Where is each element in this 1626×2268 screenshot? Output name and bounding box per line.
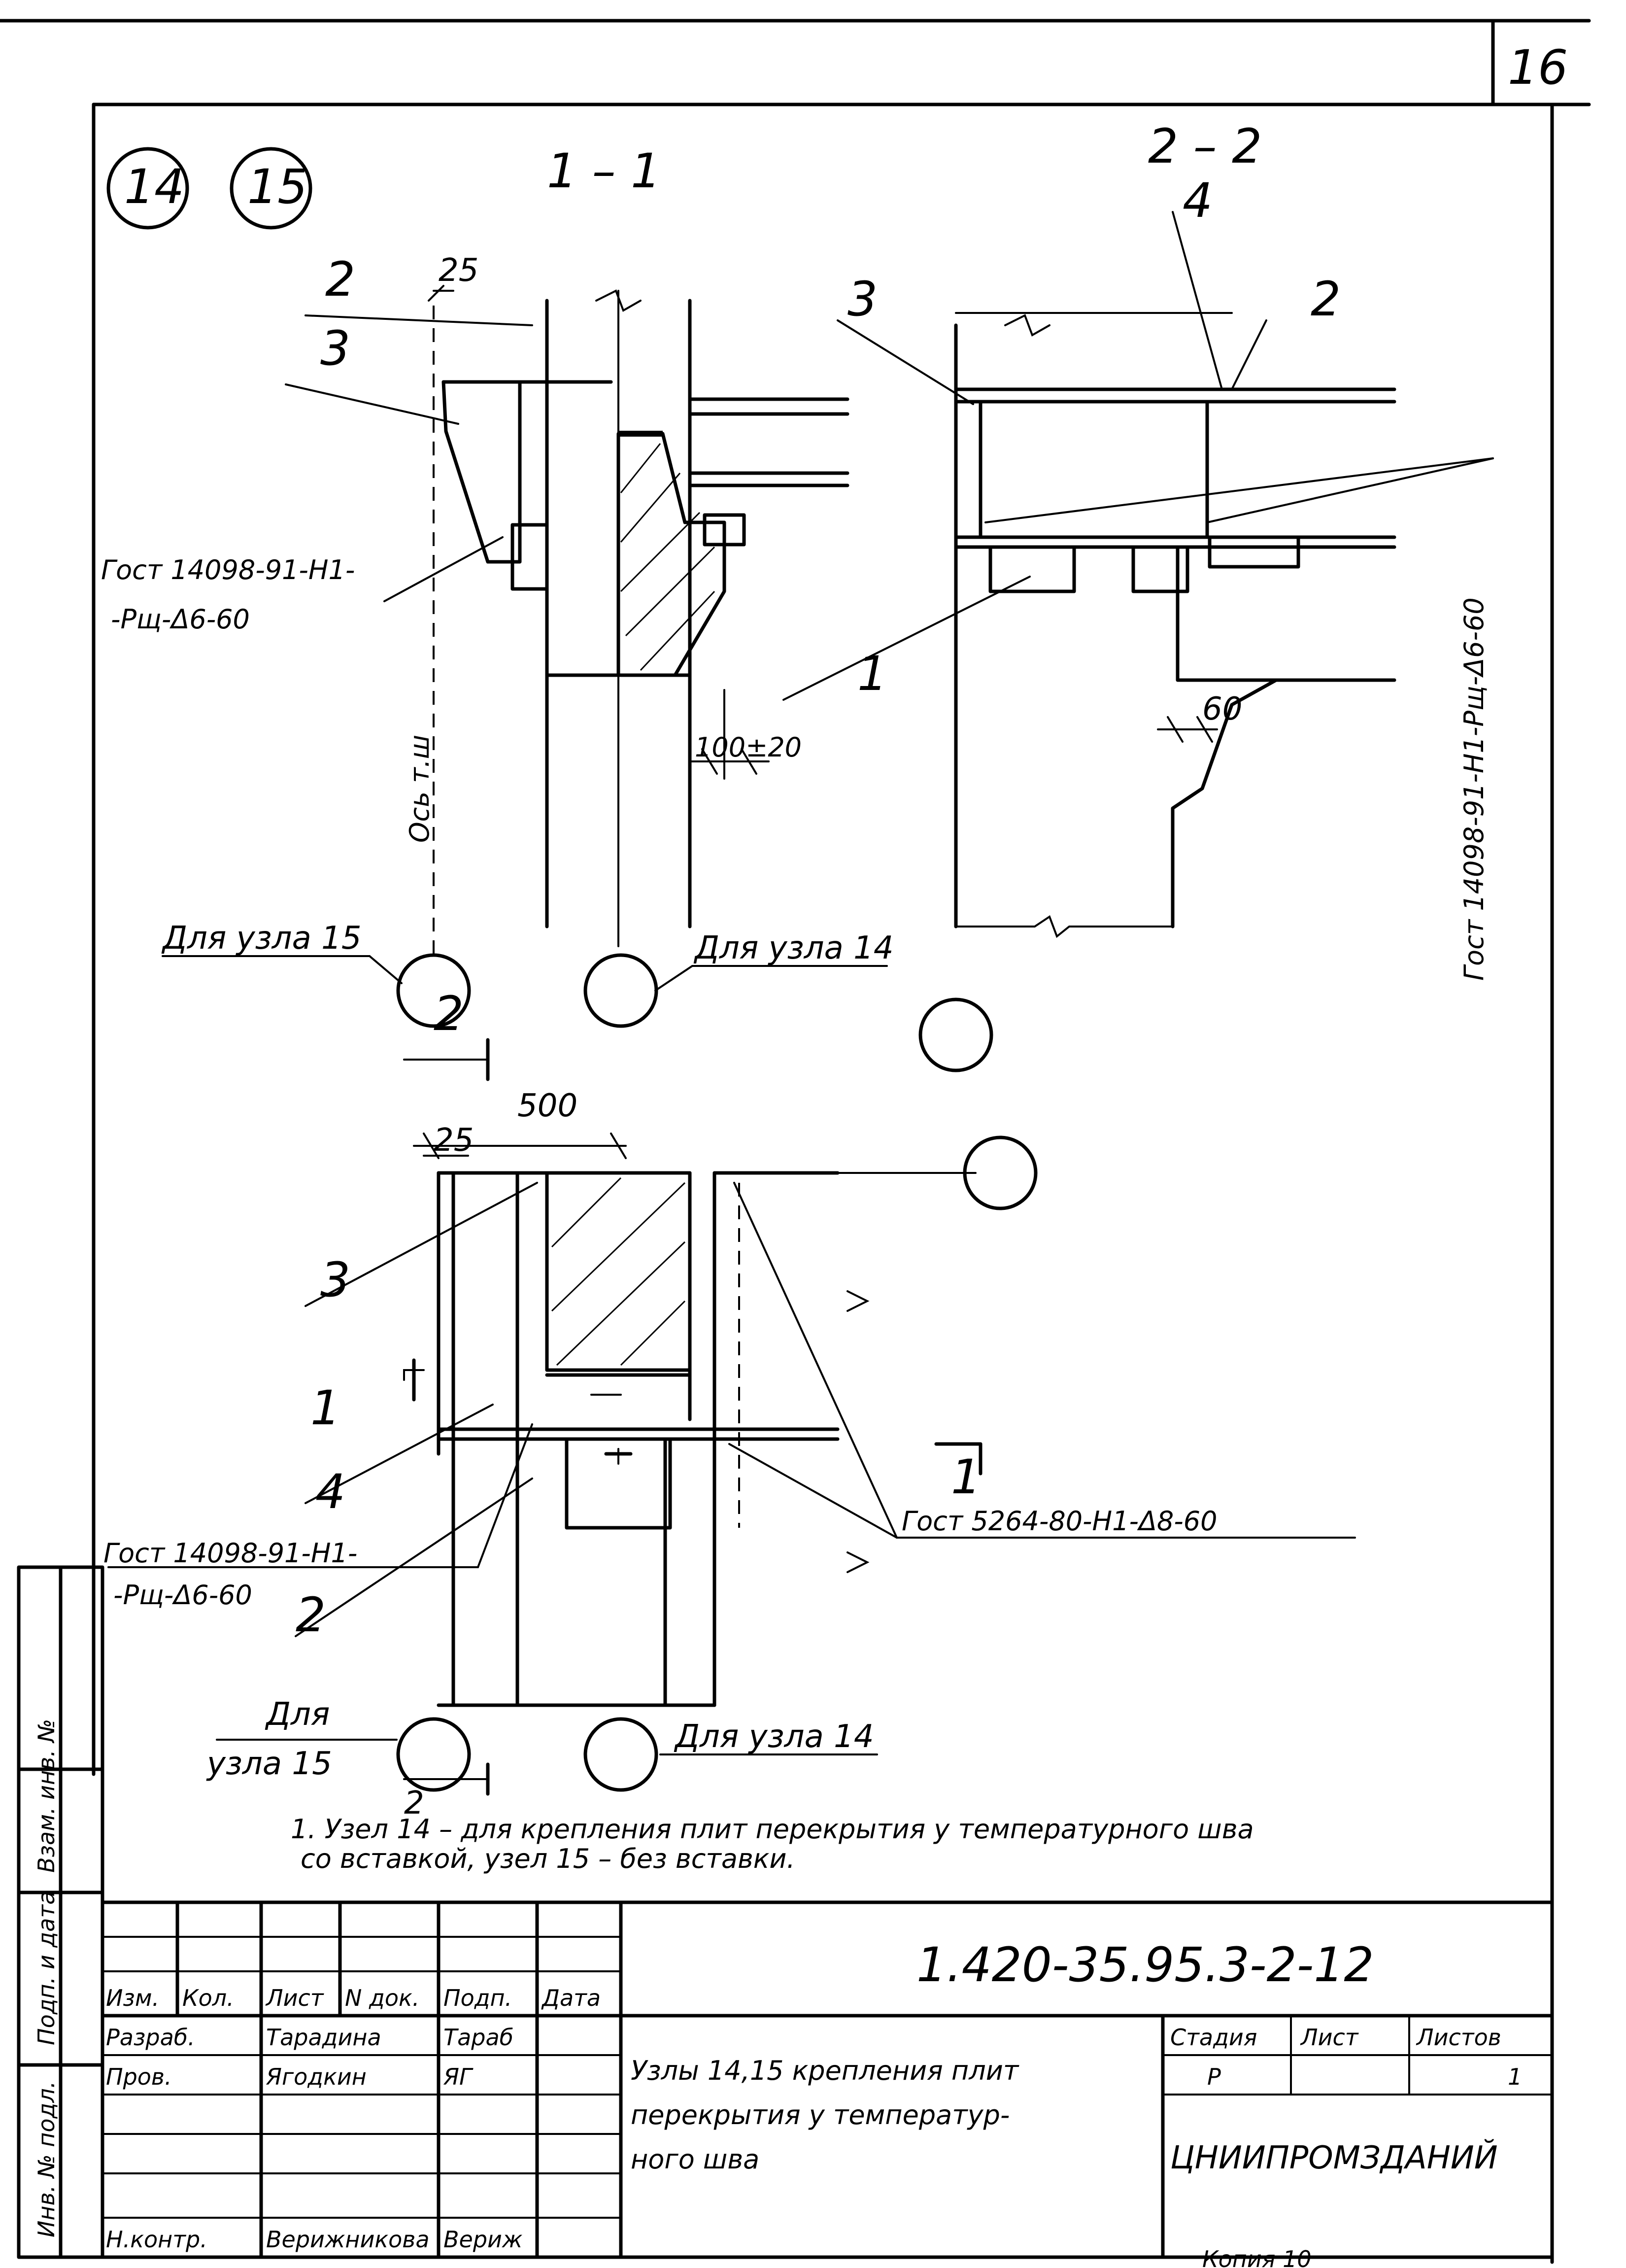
note-line-1: 1. Узел 14 – для крепления плит перекрыт… [291, 1814, 1254, 1845]
s22-pos-2: 2 [1311, 272, 1341, 327]
plan-pos-4: 4 [315, 1464, 345, 1519]
hdr-doc: N док. [345, 1985, 419, 2011]
section-2-2 [782, 211, 1494, 938]
node-14-label: 14 [124, 159, 184, 214]
bottom-fragment: Копия 10 [1202, 2246, 1312, 2268]
name-normcontrol: Верижникова [266, 2226, 430, 2253]
ref-circle-2-2 [918, 997, 993, 1072]
organization: ЦНИИПРОМЗДАНИЙ [1170, 2139, 1498, 2176]
sig-normcontrol: Вериж [443, 2226, 523, 2253]
s11-weld-line1: Гост 14098-91-Н1- [101, 554, 355, 585]
s11-weld-line2: -Рщ-Δ6-60 [111, 604, 250, 635]
plan-view [107, 1038, 1356, 1796]
sheet-frame [0, 19, 1591, 2264]
role-developer: Разраб. [106, 2024, 195, 2051]
stage-value: Р [1207, 2063, 1221, 2090]
cut-1-right: 1 [951, 1449, 981, 1505]
section-2-2-title: 2 – 2 [1148, 119, 1262, 174]
plan-pos-2: 2 [296, 1587, 326, 1643]
hatch-plan-insert [551, 1177, 686, 1366]
hdr-change: Изм. [106, 1985, 159, 2011]
label-for-node-14: Для узла 14 [693, 930, 894, 966]
cut-2-top: 2 [434, 986, 464, 1041]
side-stamp [17, 1565, 104, 2259]
plan-dim-500: 500 [517, 1088, 577, 1124]
s11-pos-2: 2 [325, 252, 355, 307]
stamp-sign-date: Подп. и дата [33, 1891, 60, 2045]
sig-checker: ЯГ [443, 2063, 474, 2090]
plan-for-node-14: Для узла 14 [674, 1718, 874, 1755]
hdr-date: Дата [541, 1985, 601, 2011]
stamp-replace-inv: Взам. инв. № [33, 1719, 60, 1873]
role-checker: Пров. [106, 2063, 172, 2090]
name-developer: Тарадина [266, 2024, 381, 2051]
plan-pos-3: 3 [320, 1252, 350, 1307]
section-1-1-title: 1 – 1 [547, 143, 661, 199]
hdr-count: Кол. [182, 1985, 234, 2011]
plan-weld-line1: Гост 14098-91-Н1- [103, 1538, 357, 1569]
hatch-insert [620, 443, 715, 671]
note-line-2: со вставкой, узел 15 – без вставки. [301, 1843, 795, 1874]
s22-pos-4: 4 [1183, 173, 1213, 228]
designation: 1.420-35.95.3-2-12 [916, 1937, 1374, 1993]
section-1-1 [285, 285, 849, 961]
stamp-inv-orig: Инв. № подл. [33, 2081, 60, 2237]
stage-header: Стадия [1170, 2024, 1257, 2051]
s11-dim-100: 100±20 [695, 732, 802, 763]
s22-weld-label: Гост 14098-91-Н1-Рщ-Δ6-60 [1458, 597, 1490, 981]
sheet-header: Лист [1300, 2024, 1359, 2051]
hdr-sheet: Лист [265, 1985, 324, 2011]
ref-circles-1 [162, 953, 888, 1028]
plan-for-node-15-a: Для [265, 1696, 330, 1733]
plan-dim-25: 25 [434, 1122, 474, 1159]
node-15-label: 15 [247, 159, 307, 214]
s22-pos-3: 3 [847, 272, 878, 327]
s11-pos-3: 3 [320, 321, 350, 376]
title-line-1: Узлы 14,15 крепления плит [631, 2055, 1019, 2086]
role-normcontrol: Н.контр. [106, 2226, 207, 2253]
s22-pos-1: 1 [857, 646, 887, 701]
label-for-node-15: Для узла 15 [161, 920, 362, 957]
plan-for-node-15-b: узла 15 [206, 1746, 332, 1782]
ref-circles-plan [216, 1135, 1038, 1792]
title-block-grid [101, 1900, 1554, 2259]
cut-1-left: 1 [310, 1380, 340, 1436]
title-line-3: ного шва [631, 2144, 759, 2175]
sig-developer: Тараб [443, 2024, 513, 2051]
sheets-value: 1 [1508, 2063, 1522, 2090]
sheets-header: Листов [1416, 2024, 1501, 2051]
sheet-number: 16 [1508, 40, 1568, 95]
hdr-sign: Подп. [443, 1985, 512, 2011]
plan-weld-gost5264: Гост 5264-80-Н1-Δ8-60 [902, 1506, 1218, 1537]
s11-dim-25: 25 [439, 252, 478, 289]
name-checker: Ягодкин [266, 2063, 367, 2090]
plan-weld-line2: -Рщ-Δ6-60 [113, 1580, 252, 1611]
axis-label: Ось т.ш [404, 735, 435, 843]
node-markers [106, 147, 312, 230]
s22-dim-60: 60 [1202, 691, 1242, 727]
cut-2-bottom: 2 [404, 1785, 424, 1821]
title-line-2: перекрытия у температур- [631, 2099, 1010, 2131]
